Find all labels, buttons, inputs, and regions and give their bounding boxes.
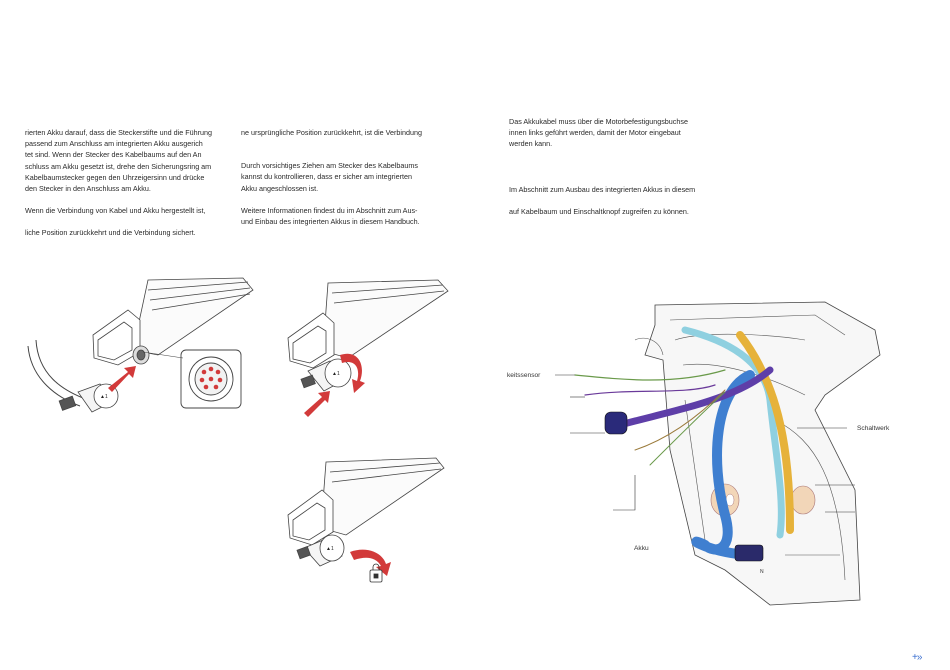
col1-line: den Stecker in den Anschluss am Akku. [25,184,151,194]
label-sensor: keitssensor [507,372,541,379]
connector-purple [604,411,628,435]
text-column-3: Das Akkukabel muss über die Motorbefesti… [509,116,711,217]
col1-line: liche Position zurückkehrt und die Verbi… [25,228,196,238]
bearing-right [790,485,816,515]
text-column-1: rierten Akku darauf, dass die Steckersti… [25,127,227,239]
illustration-rotate-ring: ▲1 [287,279,449,417]
push-arrow [304,391,330,417]
svg-text:▲1: ▲1 [332,371,340,377]
release-arrow [350,549,391,576]
col3-line: Im Abschnitt zum Ausbau des integrierten… [509,184,696,194]
col2-line: Weitere Informationen findest du im Absc… [241,205,418,215]
cable-green [574,369,726,381]
svg-text:▲1: ▲1 [100,394,108,400]
svg-text:▲1: ▲1 [326,546,334,552]
col1-line: tet sind. Wenn der Stecker des Kabelbaum… [25,150,202,160]
illustration-connect-plug: ▲1 [27,277,254,413]
col2-line: Durch vorsichtiges Ziehen am Stecker des… [241,161,418,171]
col3-line: innen links geführt werden, damit der Mo… [509,128,681,138]
col1-line: schluss am Akku gesetzt ist, drehe den S… [25,161,212,171]
label-frame-mark: N [760,569,764,575]
cable-purple-thin [584,384,716,396]
cable-yellow [736,331,794,534]
col3-line: auf Kabelbaum und Einschaltknopf zugreif… [509,206,689,216]
col2-line: und Einbau des integrierten Akkus in die… [241,217,420,227]
col1-line: passend zum Anschluss am integrierten Ak… [25,139,203,149]
col1-line: rierten Akku darauf, dass die Steckersti… [25,128,212,137]
cable-purple [616,366,774,429]
col2-line: Akku angeschlossen ist. [241,183,319,193]
label-battery: Akku [634,545,649,552]
col2-line: ne ursprüngliche Position zurückkehrt, i… [241,128,422,137]
cable-blue [691,370,755,560]
text-column-2: ne ursprüngliche Position zurückkehrt, i… [241,127,443,227]
connector-battery [734,544,764,562]
col1-line: Wenn die Verbindung von Kabel und Akku h… [25,206,206,216]
frame-cable-diagram [555,301,881,606]
insert-arrow [108,366,136,392]
rotate-arrow [340,353,365,393]
col3-line: werden kann. [509,139,553,149]
next-page-icon[interactable]: +» [912,652,922,663]
col3-line: Das Akkukabel muss über die Motorbefesti… [509,117,688,126]
col1-line: Kabelbaumstecker gegen den Uhrzeigersinn… [25,172,205,182]
label-shifter: Schaltwerk [857,425,890,432]
lock-icon [369,563,383,583]
illustration-lock-ring: ▲1 [287,457,445,583]
col2-line: kannst du kontrollieren, dass er sicher … [241,172,412,182]
